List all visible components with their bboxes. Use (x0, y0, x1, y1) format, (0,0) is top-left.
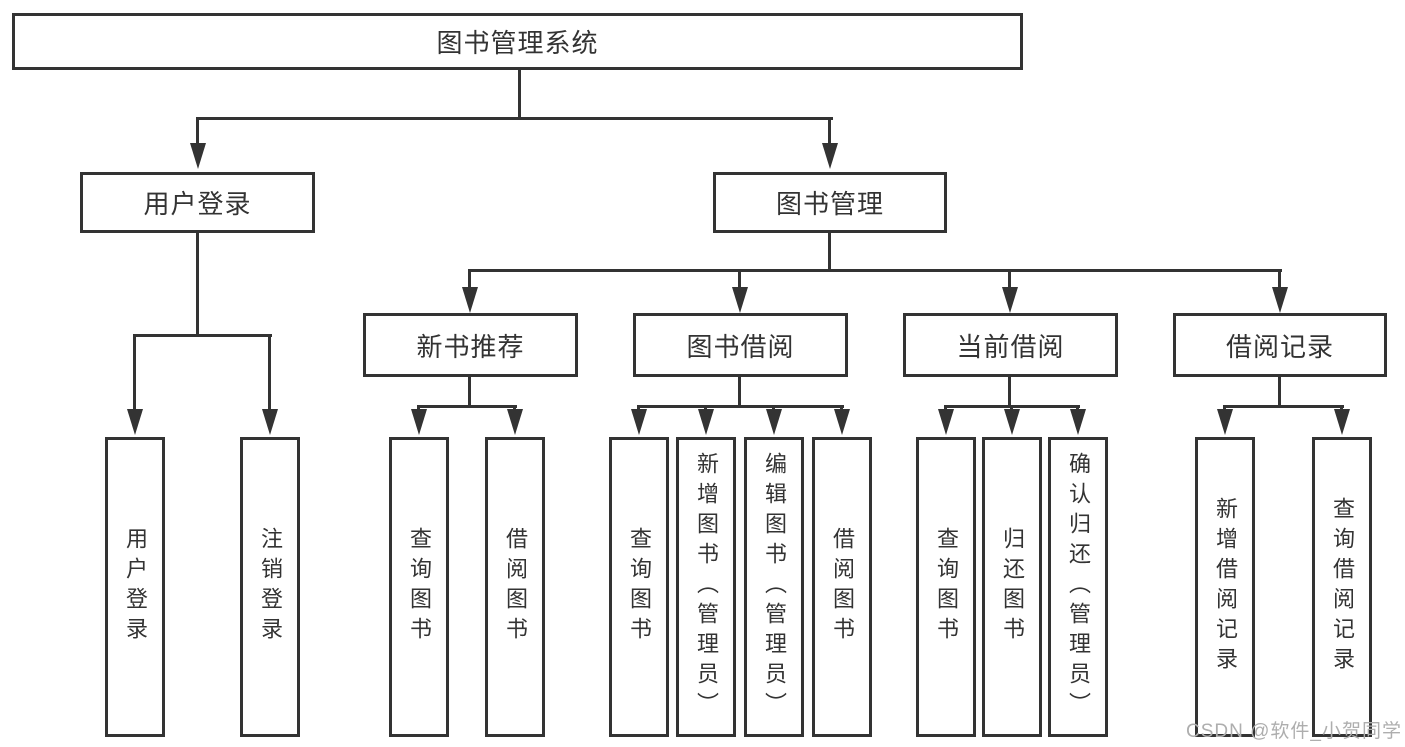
connector-leaf-drop (1010, 405, 1013, 411)
node-borrowing-records: 借阅记录 (1173, 313, 1387, 377)
leaf-query-books-recommend: 查询图书 (389, 437, 449, 737)
node-label: 用户登录 (143, 189, 252, 219)
leaf-label: 查询图书 (627, 527, 652, 647)
leaf-user-login: 用户登录 (105, 437, 165, 737)
connector-leaf-drop (133, 334, 136, 411)
connector-user-login-rail (133, 334, 272, 337)
node-label: 图书借阅 (686, 331, 795, 362)
connector-leaf-drop (1076, 405, 1079, 411)
connector-leaf-drop (1340, 405, 1343, 411)
node-book-management: 图书管理 (713, 172, 947, 233)
connector-book-mgmt-drop (828, 117, 831, 145)
connector-section-stem (468, 376, 471, 407)
connector-section-rail (637, 405, 844, 408)
leaf-label: 查询借阅记录 (1330, 497, 1355, 677)
node-user-login: 用户登录 (80, 172, 315, 233)
arrow-down-icon (127, 409, 143, 435)
node-label: 新书推荐 (416, 331, 525, 362)
leaf-return-book: 归还图书 (982, 437, 1042, 737)
node-book-borrowing: 图书借阅 (633, 313, 848, 377)
leaf-label: 用户登录 (123, 527, 148, 647)
connector-level2-drop (468, 269, 471, 289)
connector-section-stem (738, 376, 741, 407)
csdn-watermark: CSDN @软件_小贺同学 (1186, 721, 1402, 742)
connector-level2-drop (738, 269, 741, 289)
connector-leaf-drop (704, 405, 707, 411)
leaf-borrow-book-recommend: 借阅图书 (485, 437, 545, 737)
leaf-confirm-return-admin: 确认归还（管理员） (1048, 437, 1108, 737)
connector-leaf-drop (417, 405, 420, 411)
connector-section-stem (1278, 376, 1281, 407)
arrow-down-icon (1070, 409, 1086, 435)
connector-leaf-drop (944, 405, 947, 411)
leaf-label: 借阅图书 (503, 527, 528, 647)
connector-user-login-stem (196, 233, 199, 336)
arrow-down-icon (1002, 287, 1018, 313)
leaf-label: 查询图书 (407, 527, 432, 647)
connector-root-stem (518, 70, 521, 118)
arrow-down-icon (834, 409, 850, 435)
node-label: 图书管理系统 (436, 28, 599, 58)
connector-book-mgmt-stem (828, 233, 831, 271)
leaf-borrow-book: 借阅图书 (812, 437, 872, 737)
leaf-label: 查询图书 (934, 527, 959, 647)
arrow-down-icon (1272, 287, 1288, 313)
connector-level2-drop (1008, 269, 1011, 289)
node-root-library-system: 图书管理系统 (12, 13, 1023, 70)
leaf-query-borrow-record: 查询借阅记录 (1312, 437, 1372, 737)
connector-leaf-drop (637, 405, 640, 411)
arrow-down-icon (1004, 409, 1020, 435)
connector-leaf-drop (268, 334, 271, 411)
node-label: 借阅记录 (1225, 331, 1334, 362)
arrow-down-icon (462, 287, 478, 313)
leaf-label: 注销登录 (258, 527, 283, 647)
leaf-label: 归还图书 (1000, 527, 1025, 647)
leaf-edit-book-admin: 编辑图书（管理员） (744, 437, 804, 737)
arrow-down-icon (732, 287, 748, 313)
connector-user-login-drop (196, 117, 199, 145)
connector-leaf-drop (513, 405, 516, 411)
leaf-label: 新增图书（管理员） (694, 452, 719, 722)
leaf-logout: 注销登录 (240, 437, 300, 737)
arrow-down-icon (938, 409, 954, 435)
connector-section-rail (417, 405, 517, 408)
arrow-down-icon (1334, 409, 1350, 435)
arrow-down-icon (766, 409, 782, 435)
leaf-query-books-current: 查询图书 (916, 437, 976, 737)
arrow-down-icon (822, 143, 838, 169)
arrow-down-icon (190, 143, 206, 169)
connector-level1-rail (196, 117, 833, 120)
node-label: 当前借阅 (956, 331, 1065, 362)
node-label: 图书管理 (775, 189, 884, 219)
leaf-add-book-admin: 新增图书（管理员） (676, 437, 736, 737)
arrow-down-icon (411, 409, 427, 435)
leaf-label: 新增借阅记录 (1213, 497, 1238, 677)
connector-level2-drop (1278, 269, 1281, 289)
arrow-down-icon (262, 409, 278, 435)
leaf-query-books-borrow: 查询图书 (609, 437, 669, 737)
arrow-down-icon (507, 409, 523, 435)
connector-section-rail (1223, 405, 1344, 408)
leaf-label: 确认归还（管理员） (1066, 452, 1091, 722)
leaf-label: 编辑图书（管理员） (762, 452, 787, 722)
connector-leaf-drop (1223, 405, 1226, 411)
connector-section-stem (1008, 376, 1011, 407)
arrow-down-icon (698, 409, 714, 435)
connector-leaf-drop (840, 405, 843, 411)
connector-level2-rail (468, 269, 1282, 272)
arrow-down-icon (1217, 409, 1233, 435)
node-current-borrowing: 当前借阅 (903, 313, 1118, 377)
leaf-add-borrow-record: 新增借阅记录 (1195, 437, 1255, 737)
leaf-label: 借阅图书 (830, 527, 855, 647)
node-new-book-recommendation: 新书推荐 (363, 313, 578, 377)
connector-leaf-drop (772, 405, 775, 411)
arrow-down-icon (631, 409, 647, 435)
